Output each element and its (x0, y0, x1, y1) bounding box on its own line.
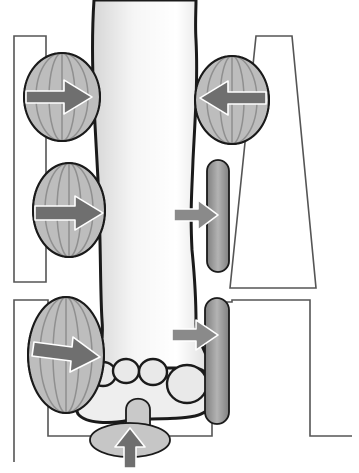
side-pad-right-lower (205, 298, 229, 424)
leg-shape (93, 0, 212, 375)
toe-4 (167, 365, 207, 403)
toe-3 (139, 359, 167, 385)
toe-2 (113, 359, 139, 383)
side-pads (205, 160, 229, 424)
